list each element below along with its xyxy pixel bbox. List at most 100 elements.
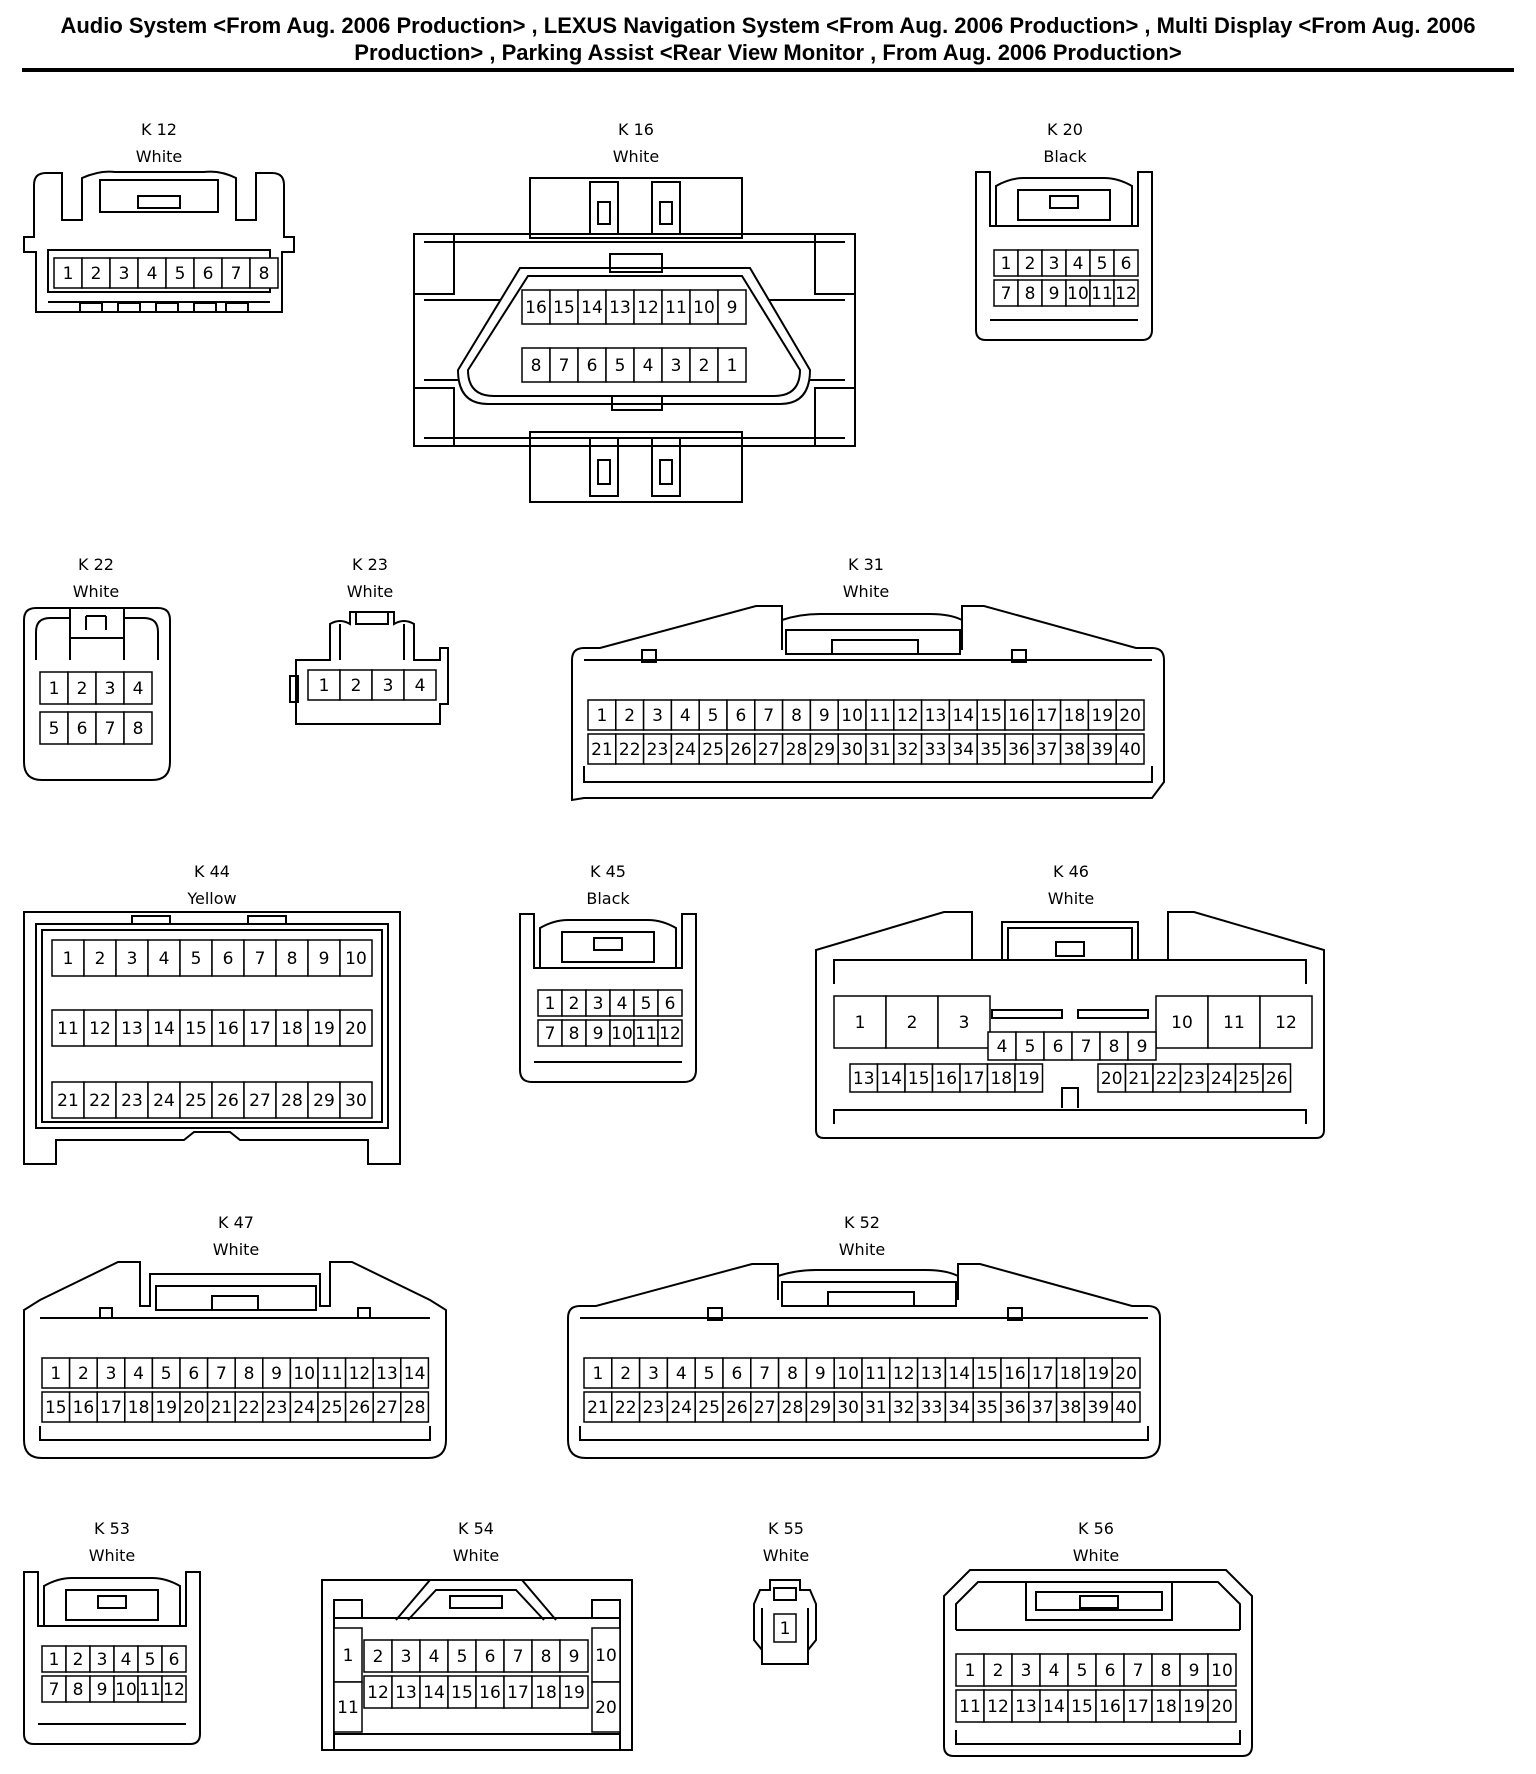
pin-number: 32 — [897, 740, 919, 760]
pin-number: 17 — [1036, 706, 1058, 726]
connector-color: Black — [586, 889, 630, 908]
pin-cell — [944, 1357, 974, 1389]
pin-cell — [211, 1081, 245, 1119]
pin-number: 8 — [1161, 1661, 1172, 1681]
pin-number: 15 — [980, 706, 1002, 726]
pin-number: 17 — [249, 1019, 271, 1039]
pin-number: 2 — [624, 706, 635, 726]
pin-cell — [722, 1391, 752, 1423]
pin-cell — [115, 1081, 149, 1119]
pin-number: 1 — [855, 1013, 866, 1033]
pin-number: 27 — [754, 1398, 776, 1418]
pin-cell — [137, 1645, 163, 1673]
pin-number: 40 — [1119, 740, 1141, 760]
pin-cell — [1095, 1689, 1125, 1723]
pin-cell — [781, 733, 812, 765]
pin-number: 13 — [376, 1364, 398, 1384]
pin-cell — [777, 1391, 808, 1423]
pin-number: 24 — [293, 1398, 315, 1418]
pin-number: 3 — [105, 679, 116, 699]
pin-number: 15 — [45, 1398, 67, 1418]
pin-cell — [781, 699, 812, 731]
pin-cell — [1207, 1689, 1237, 1723]
connector-color: White — [1048, 889, 1095, 908]
pin-cell — [1115, 733, 1145, 765]
pin-number: 5 — [175, 264, 186, 284]
pin-number: 23 — [1183, 1069, 1205, 1089]
pin-number: 5 — [49, 719, 60, 739]
pin-number: 21 — [587, 1398, 609, 1418]
pin-number: 27 — [758, 740, 780, 760]
pin-number: 2 — [91, 264, 102, 284]
pin-cell — [694, 1391, 724, 1423]
connector-id: K 52 — [844, 1213, 880, 1232]
pin-number: 20 — [1115, 1364, 1137, 1384]
pin-number: 7 — [105, 719, 116, 739]
pin-cell — [717, 347, 747, 383]
pin-cell — [1111, 1391, 1141, 1423]
pin-cell — [1065, 279, 1091, 307]
pin-number: 6 — [731, 1364, 742, 1384]
pin-cell — [1000, 1391, 1030, 1423]
pin-cell — [339, 1009, 373, 1047]
pin-number: 4 — [429, 1647, 440, 1667]
pin-number: 4 — [617, 994, 628, 1014]
pin-cell — [1087, 699, 1117, 731]
pin-cell — [750, 1391, 780, 1423]
pin-number: 28 — [281, 1091, 303, 1111]
pin-number: 8 — [287, 949, 298, 969]
pin-number: 20 — [1101, 1069, 1123, 1089]
pin-number: 9 — [593, 1024, 604, 1044]
pin-number: 17 — [963, 1069, 985, 1089]
pin-number: 26 — [726, 1398, 748, 1418]
pin-cell — [339, 939, 373, 977]
pin-number: 6 — [77, 719, 88, 739]
connector-color: White — [1073, 1546, 1120, 1565]
pin-cell — [403, 669, 437, 701]
connector-color: White — [843, 582, 890, 601]
pin-number: 9 — [1137, 1037, 1148, 1057]
key-slot — [1077, 1009, 1149, 1019]
pin-number: 6 — [587, 356, 598, 376]
pin-number: 17 — [1127, 1697, 1149, 1717]
pin-number: 7 — [1001, 284, 1012, 304]
pin-number: 2 — [77, 679, 88, 699]
pin-number: 28 — [786, 740, 808, 760]
pin-number: 12 — [659, 1024, 681, 1044]
pin-number: 10 — [345, 949, 367, 969]
pin-cell — [147, 1081, 181, 1119]
pin-cell — [657, 1019, 683, 1047]
pin-number: 14 — [880, 1069, 902, 1089]
pin-number: 14 — [404, 1364, 426, 1384]
pin-cell — [234, 1357, 264, 1389]
pin-number: 12 — [349, 1364, 371, 1384]
pin-number: 30 — [841, 740, 863, 760]
pin-cell — [948, 699, 978, 731]
pin-number: 2 — [73, 1650, 84, 1670]
pin-number: 5 — [191, 949, 202, 969]
pin-cell — [1097, 1063, 1127, 1093]
key-slot — [991, 1009, 1063, 1019]
pin-cell — [1124, 1063, 1154, 1093]
pin-cell — [1017, 279, 1043, 307]
pin-cell — [363, 1675, 393, 1709]
pin-cell — [805, 1391, 835, 1423]
connector-id: K 47 — [218, 1213, 254, 1232]
pin-number: 8 — [1025, 284, 1036, 304]
pin-cell — [1089, 279, 1115, 307]
pin-cell — [333, 1627, 363, 1683]
pin-cell — [1151, 1653, 1181, 1687]
pin-number: 5 — [708, 706, 719, 726]
pin-cell — [642, 733, 673, 765]
pin-number: 14 — [1043, 1697, 1065, 1717]
pin-cell — [955, 1689, 985, 1723]
pin-cell — [475, 1675, 505, 1709]
pin-number: 4 — [133, 679, 144, 699]
pin-number: 6 — [485, 1647, 496, 1667]
pin-number: 7 — [231, 264, 242, 284]
pin-number: 1 — [780, 1619, 791, 1639]
